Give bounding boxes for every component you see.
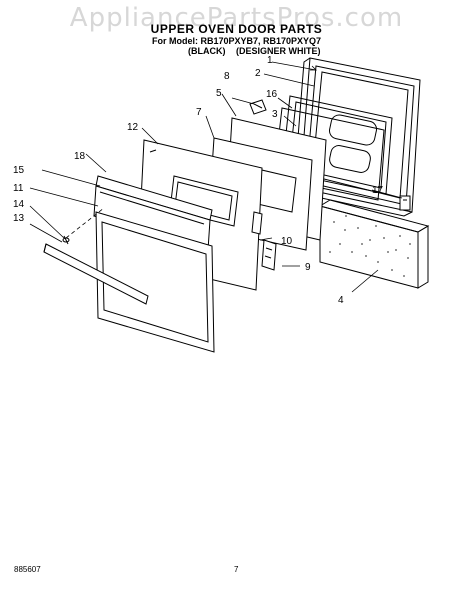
callout-16: 16 — [266, 89, 278, 100]
callout-10: 10 — [281, 236, 293, 247]
callout-12: 12 — [127, 122, 139, 133]
top-trim-rail — [93, 175, 213, 251]
callout-5: 5 — [216, 88, 222, 99]
callout-1: 1 — [267, 55, 273, 66]
leader-lines — [29, 61, 403, 293]
callout-15: 15 — [13, 165, 25, 176]
document-code: 885607 — [14, 565, 41, 574]
center-bracket — [251, 211, 263, 235]
model-line: For Model: RB170PXYB7, RB170PXYQ7 — [151, 36, 322, 46]
page-title: UPPER OVEN DOOR PARTS — [150, 22, 323, 36]
page-number: 7 — [234, 565, 239, 574]
callout-18: 18 — [74, 151, 86, 162]
callout-2: 2 — [255, 68, 261, 79]
screw-part — [62, 235, 70, 245]
callout-11: 11 — [13, 183, 24, 194]
hinge-piece — [261, 239, 277, 271]
watermark: AppliancePartsPros.com — [69, 3, 404, 33]
callout-8: 8 — [224, 71, 230, 82]
callout-4: 4 — [338, 295, 344, 306]
outer-door-panel — [95, 211, 215, 353]
callout-13: 13 — [13, 213, 25, 224]
callout-3: 3 — [272, 109, 278, 120]
door-handle-rail — [43, 243, 149, 305]
hinge-clip — [399, 195, 411, 211]
variant-black: (BLACK) — [188, 46, 226, 56]
callout-9: 9 — [305, 262, 311, 273]
callout-7: 7 — [196, 107, 202, 118]
callout-17: 17 — [372, 185, 384, 196]
variant-designer-white: (DESIGNER WHITE) — [236, 46, 321, 56]
callout-14: 14 — [13, 199, 25, 210]
small-bracket — [249, 99, 267, 115]
insulation-block — [318, 199, 430, 289]
